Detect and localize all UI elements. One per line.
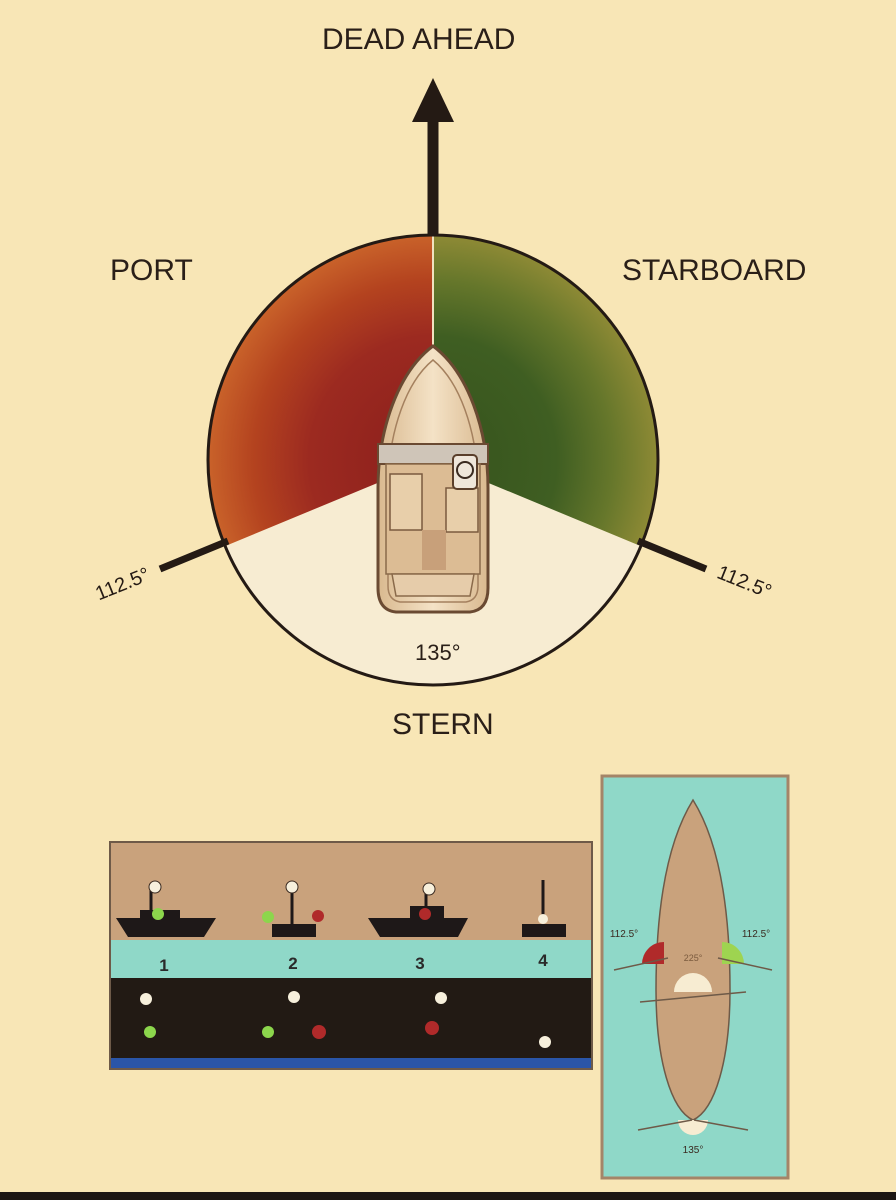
port-limit-tick [158, 537, 230, 573]
vessel-2-number: 2 [288, 954, 297, 973]
starboard-label: STARBOARD [622, 254, 807, 287]
vessel-3 [368, 882, 468, 937]
vessel-4-number: 4 [538, 951, 548, 970]
port-angle-label: 112.5° [92, 564, 153, 606]
top-view-stern-light [678, 1120, 708, 1135]
dead-ahead-arrow [412, 78, 454, 236]
port-label: PORT [110, 254, 193, 287]
starboard-limit-tick [636, 537, 708, 573]
top-view-right-angle: 112.5° [742, 929, 770, 940]
boat-top-view [376, 344, 490, 614]
vessel-4 [522, 880, 566, 937]
vessel-1 [116, 880, 216, 937]
vessel-3-number: 3 [415, 954, 424, 973]
stern-angle-label: 135° [415, 640, 461, 665]
top-view-red-light [642, 942, 664, 964]
lights-panel: 1 2 3 4 [109, 841, 593, 1070]
dead-ahead-label: DEAD AHEAD [322, 23, 516, 56]
top-view-green-light [722, 942, 744, 964]
water-line [110, 1058, 592, 1069]
bottom-border [0, 1192, 896, 1200]
starboard-angle-label: 112.5° [714, 562, 775, 604]
top-view-masthead-light [674, 973, 712, 992]
top-view-panel: 112.5° 112.5° 225° 135° [600, 774, 790, 1180]
stern-label: STERN [392, 708, 494, 741]
night-view-lights [140, 991, 551, 1048]
top-view-stern-angle: 135° [683, 1145, 704, 1156]
vessel-1-number: 1 [159, 956, 168, 975]
vessel-2 [262, 880, 324, 937]
sector-diagram [158, 78, 708, 687]
top-view-center-angle: 225° [684, 953, 703, 963]
top-view-left-angle: 112.5° [610, 929, 638, 940]
